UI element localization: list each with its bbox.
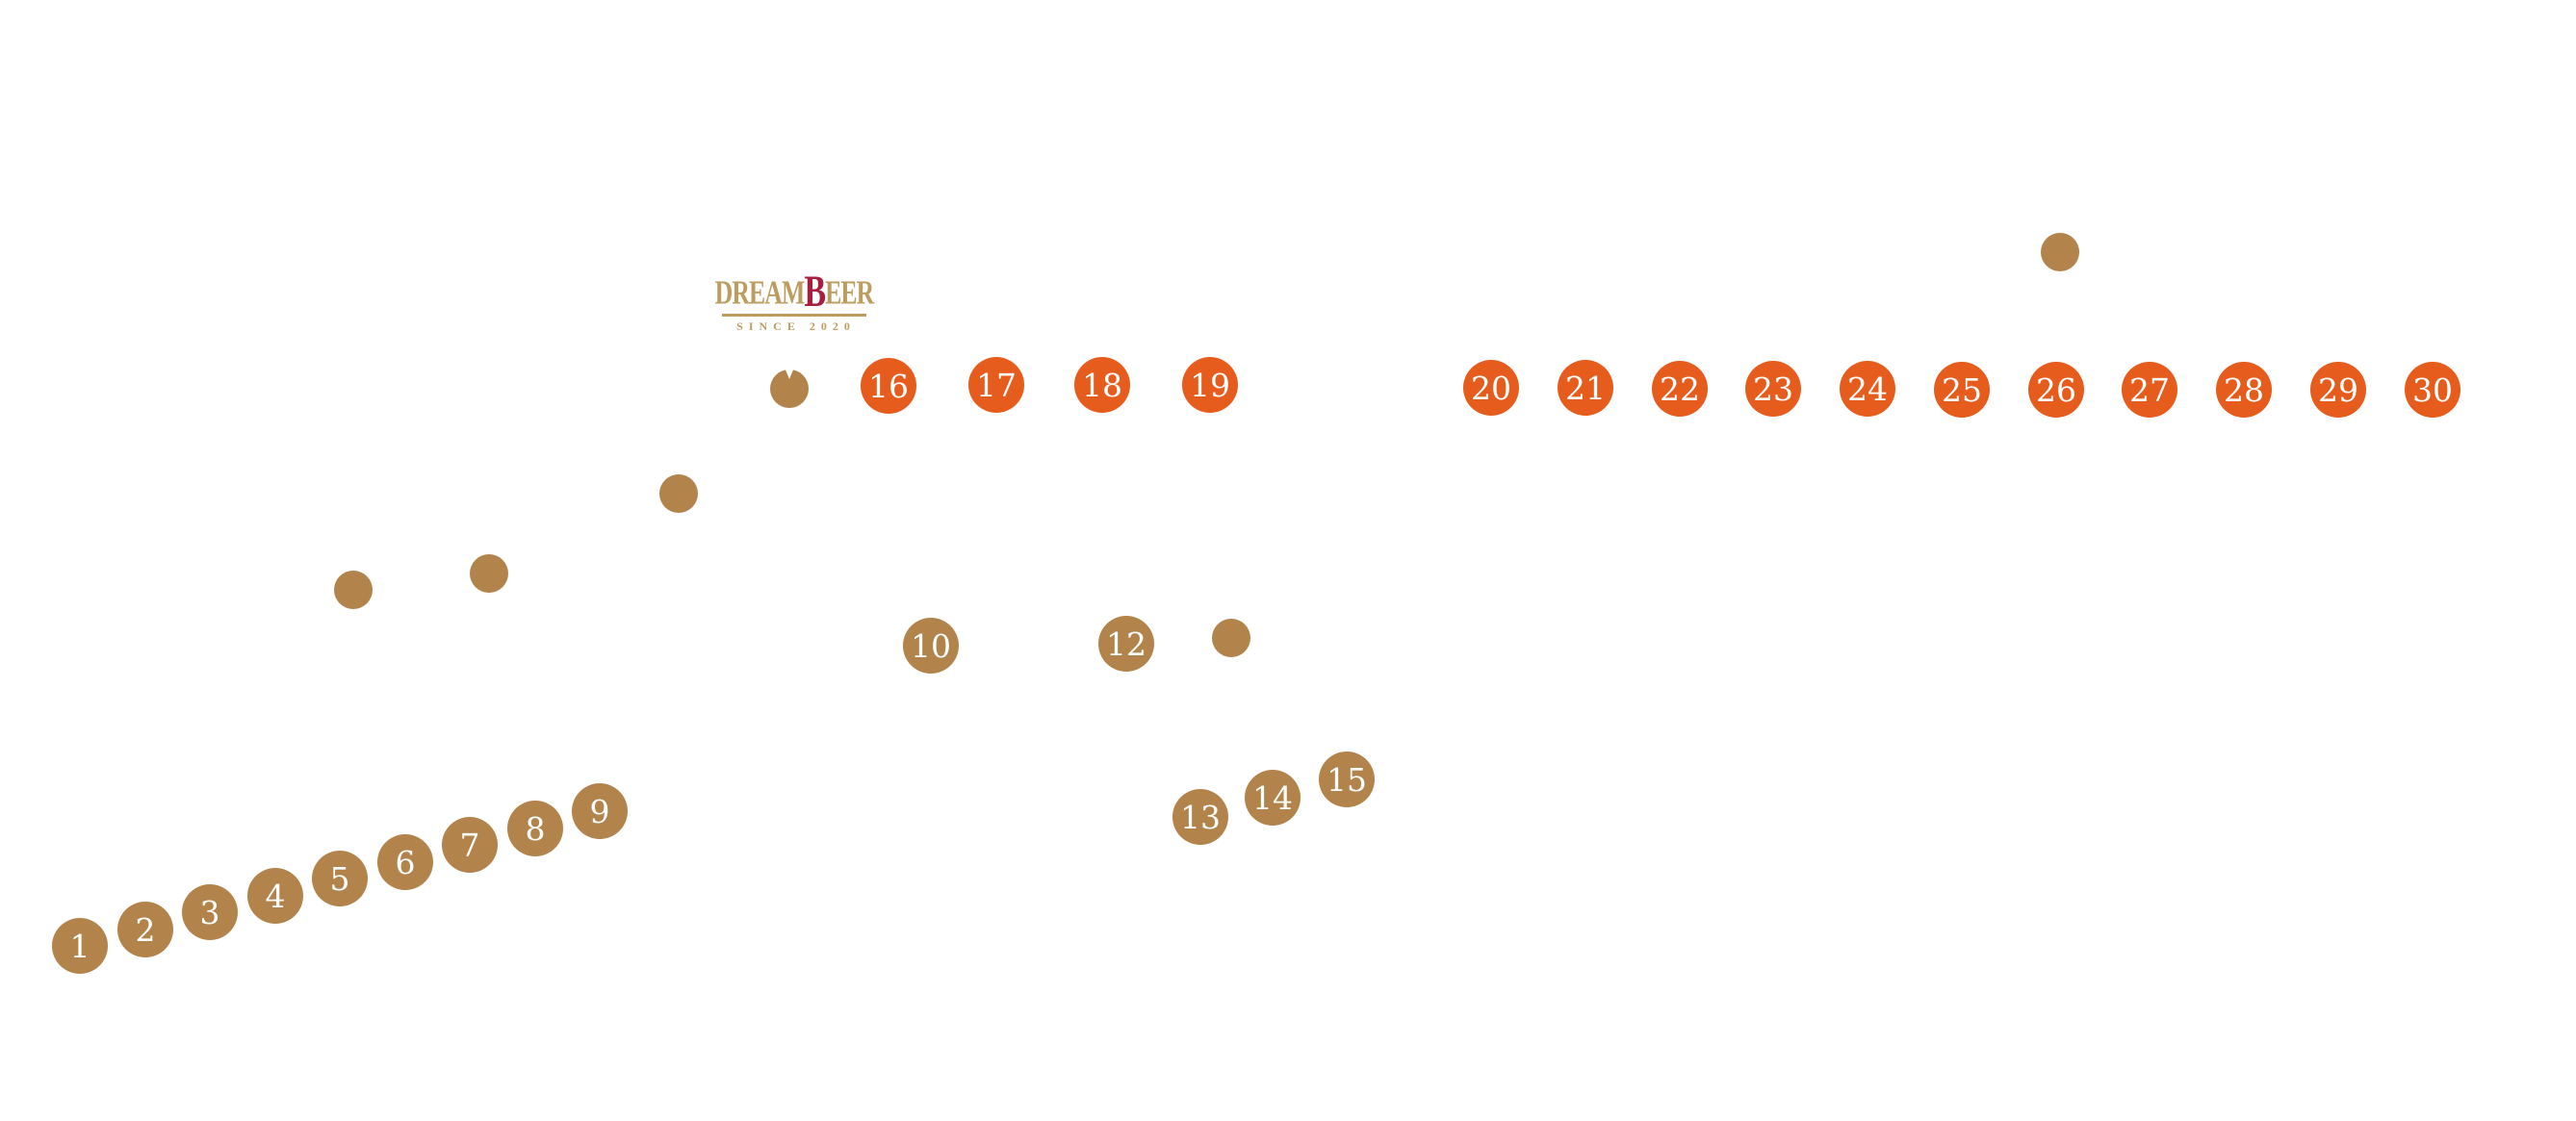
- map-marker-13[interactable]: 13: [1172, 789, 1228, 845]
- map-marker-9[interactable]: 9: [572, 783, 628, 839]
- map-dot-1[interactable]: [334, 571, 373, 609]
- map-marker-3[interactable]: 3: [182, 884, 238, 940]
- map-dot-4[interactable]: [770, 368, 809, 408]
- map-marker-7[interactable]: 7: [442, 817, 498, 873]
- map-marker-26[interactable]: 26: [2028, 362, 2084, 418]
- map-marker-10[interactable]: 10: [903, 618, 959, 674]
- map-marker-12[interactable]: 12: [1098, 616, 1154, 672]
- map-marker-22[interactable]: 22: [1652, 361, 1708, 417]
- map-marker-15[interactable]: 15: [1319, 752, 1375, 807]
- map-marker-8[interactable]: 8: [507, 801, 563, 856]
- map-marker-21[interactable]: 21: [1558, 360, 1613, 416]
- map-dot-2[interactable]: [470, 554, 508, 593]
- dot-notch: [785, 368, 794, 379]
- map-marker-6[interactable]: 6: [377, 834, 433, 890]
- map-marker-4[interactable]: 4: [247, 868, 303, 924]
- map-marker-14[interactable]: 14: [1245, 770, 1301, 826]
- map-marker-1[interactable]: 1: [52, 918, 108, 974]
- map-marker-29[interactable]: 29: [2310, 362, 2366, 418]
- map-dot-5[interactable]: [1212, 619, 1250, 657]
- map-dot-6[interactable]: [2041, 233, 2079, 271]
- logo-text-dream: DREAM: [714, 274, 806, 313]
- logo-text-eer: EER: [825, 274, 874, 313]
- map-marker-17[interactable]: 17: [968, 357, 1024, 413]
- map-marker-28[interactable]: 28: [2216, 362, 2272, 418]
- map-marker-30[interactable]: 30: [2405, 362, 2460, 418]
- map-marker-18[interactable]: 18: [1074, 357, 1130, 413]
- logo-text-b: B: [804, 268, 826, 318]
- map-marker-19[interactable]: 19: [1182, 357, 1238, 413]
- map-marker-16[interactable]: 16: [861, 358, 916, 414]
- map-marker-2[interactable]: 2: [117, 902, 173, 957]
- map-marker-23[interactable]: 23: [1745, 361, 1801, 417]
- map-marker-25[interactable]: 25: [1934, 362, 1990, 418]
- map-marker-27[interactable]: 27: [2122, 362, 2177, 418]
- map-marker-24[interactable]: 24: [1840, 361, 1895, 417]
- logo-rule: [722, 314, 866, 317]
- map-marker-20[interactable]: 20: [1463, 360, 1519, 416]
- logo-tagline: SINCE 2020: [736, 319, 856, 333]
- map-dot-3[interactable]: [659, 474, 698, 513]
- map-marker-5[interactable]: 5: [312, 851, 368, 906]
